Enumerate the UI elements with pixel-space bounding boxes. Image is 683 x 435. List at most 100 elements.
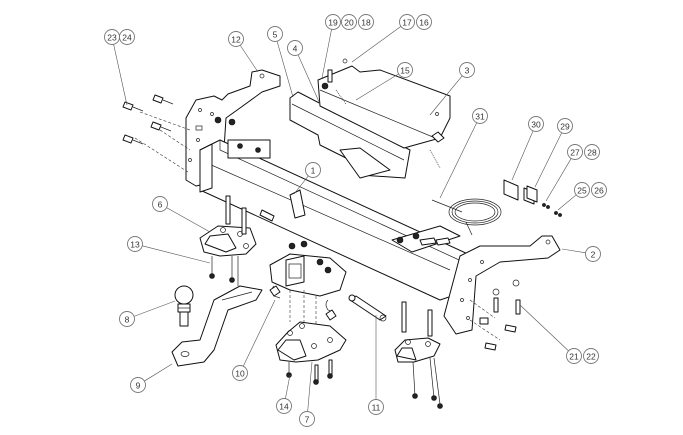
callout-14: 14 <box>276 398 292 414</box>
leader-line-21 <box>519 304 569 352</box>
callout-bubble <box>528 116 544 132</box>
callout-bubble <box>583 348 599 364</box>
callout-8: 8 <box>119 311 135 327</box>
callout-number: 8 <box>125 315 130 325</box>
main-crossbar <box>199 139 471 301</box>
callout-bubble <box>276 398 292 414</box>
callout-bubble <box>325 14 341 30</box>
lower-tow-hook-plate <box>275 321 347 385</box>
callout-number: 9 <box>136 381 141 391</box>
callout-bubble <box>341 14 357 30</box>
callout-number: 21 <box>569 352 579 362</box>
callout-number: 28 <box>587 148 597 158</box>
callout-23: 23 <box>104 29 120 45</box>
tow-ball <box>174 285 194 327</box>
leader-line-14 <box>285 374 291 399</box>
callout-number: 29 <box>560 122 570 132</box>
callout-bubble <box>584 144 600 160</box>
leader-line-10 <box>242 299 276 367</box>
leader-line-5 <box>276 41 294 98</box>
leader-line-27 <box>545 158 572 202</box>
callout-24: 24 <box>119 29 135 45</box>
callout-bubble <box>305 162 321 178</box>
callout-4: 4 <box>287 40 303 56</box>
leader-line-4 <box>297 54 321 105</box>
callout-number: 6 <box>158 200 163 210</box>
callout-number: 27 <box>570 148 580 158</box>
stickers-and-screws <box>503 179 562 217</box>
callout-2: 2 <box>585 246 601 262</box>
callout-bubble <box>472 108 488 124</box>
leader-line-31 <box>439 122 477 199</box>
left-bolts <box>122 94 236 173</box>
callout-bubble <box>358 14 374 30</box>
leader-line-9 <box>144 363 173 382</box>
callout-17: 17 <box>399 14 415 30</box>
callout-number: 22 <box>586 352 596 362</box>
callout-bubble <box>127 236 143 252</box>
leader-line-25 <box>557 194 577 211</box>
leader-line-17 <box>351 26 402 63</box>
callout-number: 19 <box>328 18 338 28</box>
callout-number: 11 <box>372 403 381 413</box>
leader-line-15 <box>355 73 399 101</box>
callout-number: 26 <box>594 186 604 196</box>
callout-number: 14 <box>279 402 289 412</box>
callout-number: 1 <box>311 166 316 176</box>
callout-bubble <box>267 26 283 42</box>
leader-line-7 <box>307 361 313 412</box>
callout-9: 9 <box>130 377 146 393</box>
callout-bubble <box>591 182 607 198</box>
callout-22: 22 <box>583 348 599 364</box>
callout-bubble <box>119 311 135 327</box>
leader-line-13 <box>142 245 211 264</box>
callout-bubble <box>130 377 146 393</box>
leader-line-6 <box>166 207 211 233</box>
callout-30: 30 <box>528 116 544 132</box>
callout-number: 15 <box>400 66 410 76</box>
callout-number: 23 <box>107 33 117 43</box>
callout-15: 15 <box>397 62 413 78</box>
leader-line-29 <box>534 132 562 188</box>
callout-bubble <box>585 246 601 262</box>
wiring-coil <box>431 198 502 236</box>
callout-number: 17 <box>402 18 412 28</box>
callout-19: 19 <box>325 14 341 30</box>
callout-number: 10 <box>235 369 245 379</box>
callout-bubble <box>416 14 432 30</box>
callout-bubble <box>459 62 475 78</box>
right-tow-hook-plate <box>394 301 443 409</box>
callout-number: 13 <box>130 240 140 250</box>
leader-line-12 <box>239 45 259 73</box>
right-mounting-bracket <box>391 225 561 335</box>
callout-bubble <box>397 62 413 78</box>
callout-bubble <box>399 14 415 30</box>
parts-artwork <box>122 58 562 409</box>
callout-31: 31 <box>472 108 488 124</box>
callout-number: 16 <box>419 18 429 28</box>
callout-bubble <box>152 196 168 212</box>
callout-29: 29 <box>557 118 573 134</box>
callout-5: 5 <box>267 26 283 42</box>
callout-number: 7 <box>305 415 310 425</box>
leader-line-19 <box>321 29 332 79</box>
callout-bubble <box>119 29 135 45</box>
callout-bubble <box>299 411 315 427</box>
leader-line-2 <box>561 248 586 254</box>
receiver-housing <box>269 240 347 340</box>
callout-16: 16 <box>416 14 432 30</box>
callout-12: 12 <box>228 31 244 47</box>
callout-7: 7 <box>299 411 315 427</box>
callout-number: 31 <box>475 112 485 122</box>
callout-number: 30 <box>531 120 541 130</box>
callout-25: 25 <box>574 182 590 198</box>
callout-number: 18 <box>361 18 371 28</box>
callout-27: 27 <box>567 144 583 160</box>
callout-bubble <box>574 182 590 198</box>
leader-line-8 <box>133 300 176 317</box>
callout-1: 1 <box>305 162 321 178</box>
leader-line-1 <box>293 175 309 195</box>
ball-mount-drawbar <box>171 285 263 367</box>
left-tow-hook-plate <box>199 195 257 286</box>
